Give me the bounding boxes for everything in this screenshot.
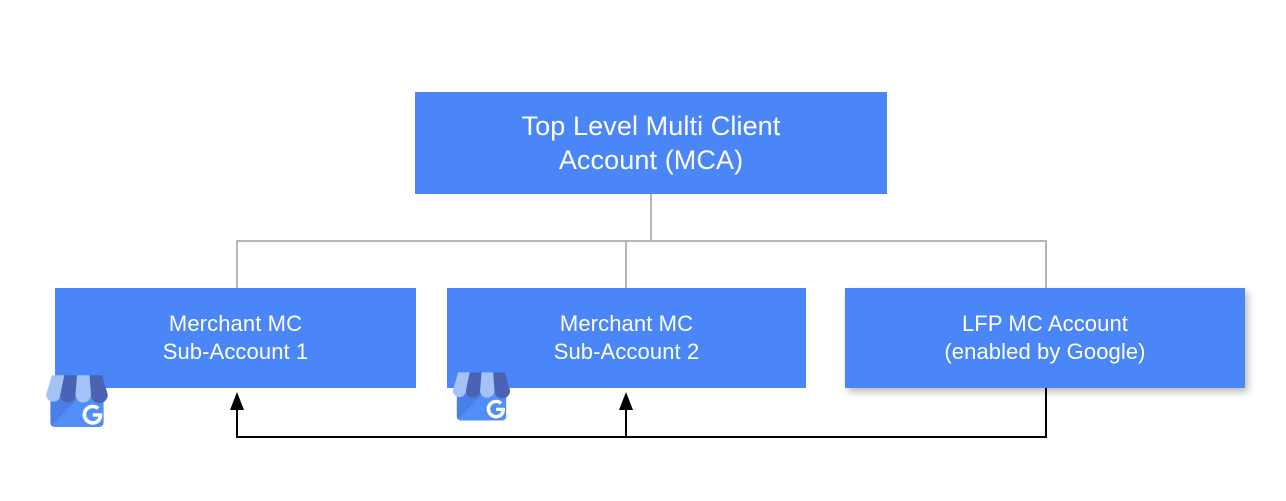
node-top-level-mca[interactable]: Top Level Multi Client Account (MCA) [415, 92, 887, 194]
node-merchant-sub-account-1-line2: Sub-Account 1 [162, 339, 309, 364]
node-merchant-sub-account-2-line1: Merchant MC [559, 311, 694, 337]
node-lfp-mc-account[interactable]: LFP MC Account (enabled by Google) [845, 288, 1245, 388]
node-lfp-mc-account-line2: (enabled by Google) [944, 339, 1146, 364]
feedback-riser-to-sub2 [625, 400, 627, 437]
connector-horizontal-bus [236, 240, 1047, 242]
node-lfp-mc-account-line1: LFP MC Account [961, 311, 1129, 337]
feedback-horizontal-line [236, 436, 1047, 438]
connector-drop-to-lfp [1045, 240, 1047, 288]
connector-drop-to-sub2 [625, 240, 627, 288]
google-my-business-icon [46, 375, 108, 427]
feedback-arrowhead-sub1 [230, 392, 244, 410]
connector-drop-to-sub1 [236, 240, 238, 288]
google-my-business-icon [452, 372, 511, 421]
node-top-level-mca-line2: Account (MCA) [558, 145, 744, 175]
node-merchant-sub-account-2-line2: Sub-Account 2 [553, 339, 700, 364]
feedback-riser-to-sub1 [236, 400, 238, 437]
node-merchant-sub-account-1-line1: Merchant MC [168, 311, 303, 337]
feedback-arrowhead-sub2 [619, 392, 633, 410]
node-merchant-sub-account-1[interactable]: Merchant MC Sub-Account 1 [55, 288, 416, 388]
feedback-riser-from-lfp [1045, 388, 1047, 437]
node-top-level-mca-line1: Top Level Multi Client [521, 110, 781, 141]
connector-mca-stem [650, 194, 652, 242]
node-merchant-sub-account-2[interactable]: Merchant MC Sub-Account 2 [447, 288, 806, 388]
